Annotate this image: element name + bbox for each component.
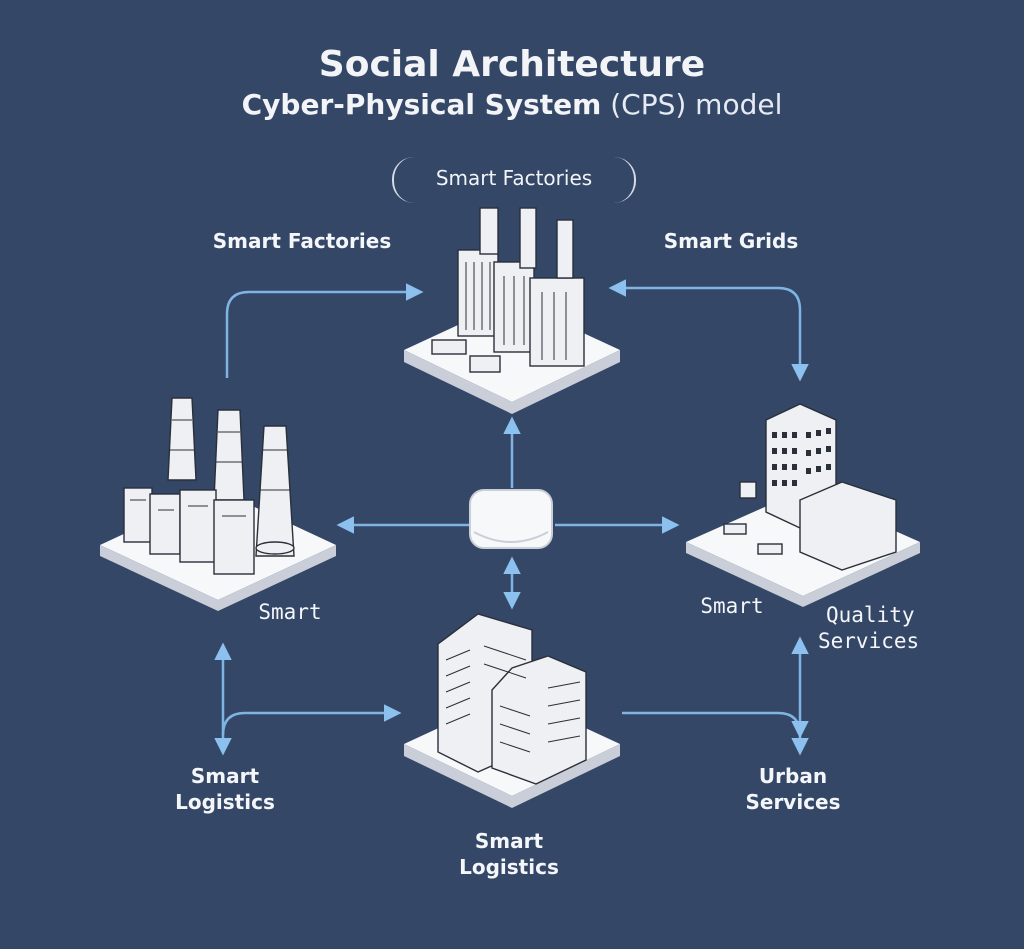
label-right-node-services-line-1: Quality xyxy=(826,603,915,627)
office-buildings-icon xyxy=(404,613,620,808)
label-left-node: Smart xyxy=(258,600,322,624)
label-right-node-services-line-2: Services xyxy=(818,629,920,653)
label-right-node: Smart xyxy=(700,594,764,618)
top-node-pill-label: Smart Factories xyxy=(435,166,593,190)
label-bottom-left: Smart Logistics xyxy=(160,763,290,815)
label-bottom-left-line-1: Smart xyxy=(190,764,260,788)
connector-top-to-right xyxy=(608,279,809,382)
connector-left-branch xyxy=(221,704,402,736)
label-bottom-center-line-2: Logistics xyxy=(459,855,559,879)
diagram-subtitle: Cyber-Physical System (CPS) model xyxy=(0,88,1024,121)
connector-right-branch xyxy=(622,711,809,739)
power-plant-icon xyxy=(100,397,336,611)
hub-icon xyxy=(469,489,553,549)
subtitle-main: Cyber-Physical System xyxy=(241,88,602,121)
top-node-pill xyxy=(392,157,636,203)
city-block-icon xyxy=(686,403,920,607)
label-bottom-right-line-2: Services xyxy=(745,790,841,814)
label-right-node-services: Quality Services xyxy=(818,602,946,654)
subtitle-rest: (CPS) model xyxy=(601,88,783,121)
label-top-right: Smart Grids xyxy=(663,229,799,253)
label-bottom-center-line-1: Smart xyxy=(474,829,544,853)
label-top-left: Smart Factories xyxy=(212,229,392,253)
factory-icon xyxy=(404,207,620,414)
connector-left-to-top xyxy=(225,283,424,378)
label-bottom-left-line-2: Logistics xyxy=(175,790,275,814)
label-bottom-right-line-1: Urban xyxy=(758,764,828,788)
label-bottom-right: Urban Services xyxy=(728,763,858,815)
connectors xyxy=(214,279,809,756)
diagram-title: Social Architecture xyxy=(318,44,706,85)
label-bottom-center: Smart Logistics xyxy=(444,828,574,880)
